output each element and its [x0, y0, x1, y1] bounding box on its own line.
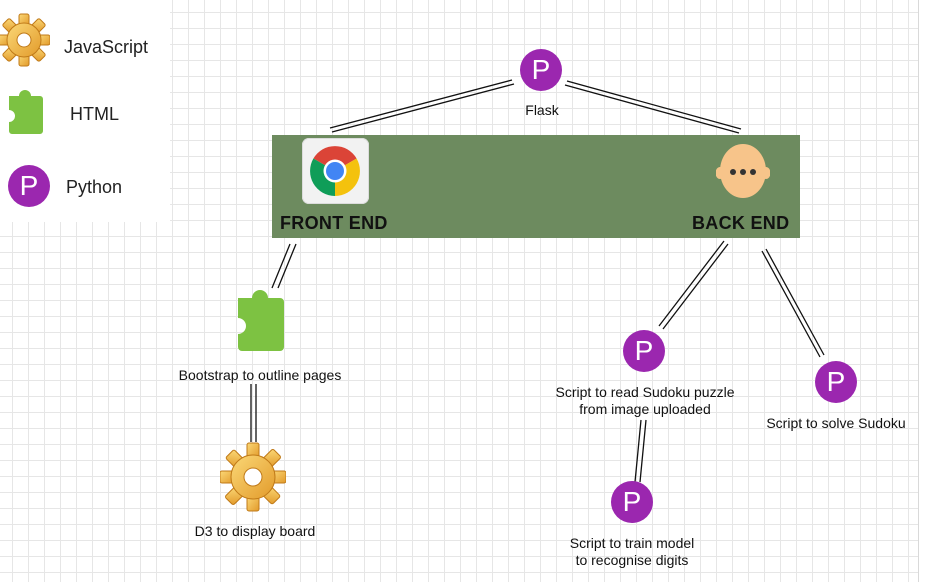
legend-puzzle-icon [9, 90, 43, 134]
bootstrap-label: Bootstrap to outline pages [178, 367, 342, 383]
solve-script-label: Script to solve Sudoku [766, 415, 906, 431]
legend-label-html: HTML [70, 104, 119, 124]
train-script-node[interactable]: P [611, 481, 653, 523]
back-end-label: BACK END [692, 213, 790, 233]
edge-bootstrap-d3 [250, 384, 257, 442]
edge-frontend-bootstrap [271, 243, 297, 289]
d3-gear-icon[interactable] [220, 440, 286, 514]
flask-label: Flask [525, 102, 559, 118]
legend-label-python: Python [66, 177, 123, 197]
legend: JavaScript HTML P Python [0, 0, 170, 222]
legend-gear-icon [0, 13, 50, 67]
train-script-label-line2: to recognise digits [575, 552, 689, 568]
flask-node[interactable]: P [520, 49, 562, 91]
edge-read-train [634, 419, 647, 483]
read-script-label-line2: from image uploaded [579, 401, 711, 417]
front-end-label: FRONT END [280, 213, 388, 233]
chrome-icon [310, 146, 360, 196]
train-script-label-line1: Script to train model [569, 535, 695, 551]
solve-script-node[interactable]: P [815, 361, 857, 403]
bootstrap-puzzle-icon[interactable] [236, 289, 284, 351]
edge-flask-frontend [329, 79, 515, 133]
canvas-right-edge [918, 0, 942, 582]
d3-label: D3 to display board [194, 523, 316, 539]
read-script-node[interactable]: P [623, 330, 665, 372]
legend-label-javascript: JavaScript [64, 37, 149, 57]
person-icon [716, 144, 770, 198]
edge-backend-solve [761, 248, 825, 358]
edge-flask-backend [564, 80, 742, 134]
legend-python-icon: P [8, 165, 50, 207]
read-script-label-line1: Script to read Sudoku puzzle [555, 384, 735, 400]
edge-backend-read [658, 240, 729, 330]
